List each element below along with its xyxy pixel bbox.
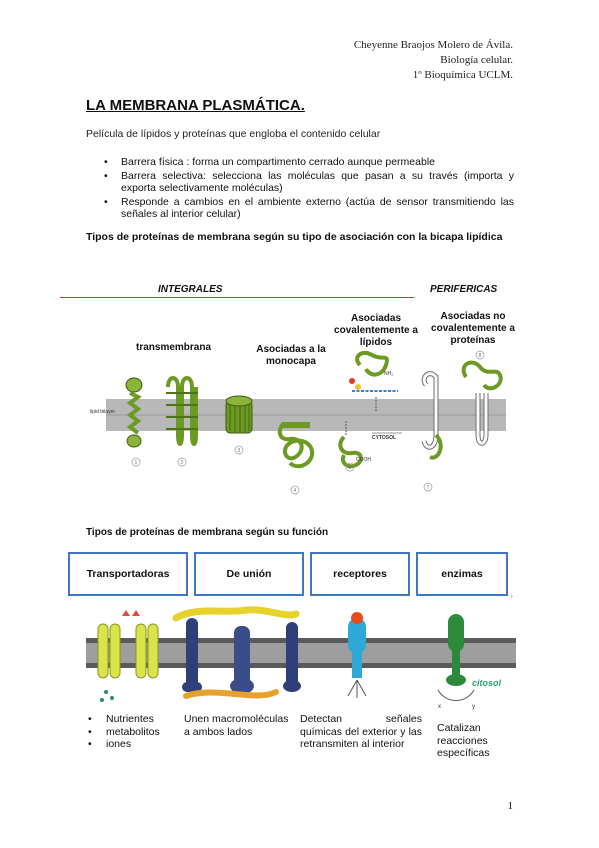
protein-7-peripheral-lower <box>421 371 443 460</box>
header-author: Cheyenne Braojos Molero de Ávila. <box>353 39 513 51</box>
label-lipidos: Asociadas covalentemente a lípidos <box>334 313 418 348</box>
protein-8-peripheral-upper <box>461 360 503 446</box>
membrane-association-figure: lipid bilayer 1 2 3 4 5 COOH NH₂ <box>90 350 506 495</box>
protein-number: 5 <box>349 465 352 471</box>
protein-number: 3 <box>238 448 241 454</box>
function-box-transportadoras: Transportadoras <box>68 552 188 596</box>
function-box-receptores: receptores <box>310 552 410 596</box>
label-transmembrana: transmembrana <box>136 342 212 353</box>
page-number: 1 <box>507 800 514 812</box>
binding-protein <box>172 606 301 699</box>
section-heading-association: Tipos de proteínas de membrana según su … <box>86 231 503 243</box>
desc-enzimas: Catalizan reacciones específicas <box>437 722 490 759</box>
desc-transportadoras: Nutrientes metabolitos iones <box>86 713 182 751</box>
protein-1-single-pass <box>125 377 143 448</box>
cytosol-label: CYTOSOL <box>372 435 396 441</box>
bullet-item: Barrera selectiva: selecciona las molécu… <box>104 170 514 195</box>
function-box-enzimas: enzimas <box>416 552 508 596</box>
protein-6-gpi-anchored <box>355 350 389 377</box>
protein-5-lipid-linked <box>338 421 363 469</box>
page-subtitle: Película de lípidos y proteínas que engl… <box>86 128 381 140</box>
transporter-protein <box>97 610 159 702</box>
author-header: Cheyenne Braojos Molero de Ávila. Biolog… <box>354 38 513 83</box>
bullet-item: Barrera física : forma un compartimento … <box>104 156 514 169</box>
product-y: y <box>472 704 475 710</box>
page-title: LA MEMBRANA PLASMÁTICA. <box>86 97 305 114</box>
protein-4-monolayer <box>277 421 315 469</box>
lipid-bilayer-label: lipid bilayer <box>90 409 115 415</box>
protein-number: 7 <box>427 485 430 491</box>
label-integrales: INTEGRALES <box>158 284 223 295</box>
substrate-x: x <box>438 704 441 710</box>
nh2-label: NH₂ <box>384 371 393 377</box>
protein-3-barrel <box>225 395 253 434</box>
cooh-label: COOH <box>356 457 371 463</box>
header-course: Biología celular. <box>440 54 513 66</box>
protein-2-multi-pass <box>166 376 198 446</box>
red-divider <box>60 297 414 298</box>
protein-number: 4 <box>294 488 297 494</box>
membrane-function-figure: x y citosol <box>86 606 516 710</box>
yellow-group-dot <box>355 384 361 390</box>
red-group-dot <box>349 378 355 384</box>
section-heading-function: Tipos de proteínas de membrana según su … <box>86 527 329 538</box>
desc-receptores: Detectan señales químicas del exterior y… <box>300 713 422 750</box>
desc-union: Unen macromoléculas a ambos lados <box>184 713 289 738</box>
desc-item: metabolitos <box>86 726 182 739</box>
function-box-union: De unión <box>194 552 304 596</box>
protein-number: 1 <box>135 460 138 466</box>
label-no-covalente: Asociadas no covalentemente a proteínas <box>431 311 515 346</box>
enzyme-protein: x y <box>437 614 475 710</box>
label-monocapa: Asociadas a la monocapa <box>256 344 326 367</box>
receptor-protein <box>347 612 367 698</box>
protein-number: 2 <box>181 460 184 466</box>
small-mark: › <box>511 594 513 600</box>
citosol-label: citosol <box>472 678 502 688</box>
desc-item: iones <box>86 738 182 751</box>
protein-number: 8 <box>479 353 482 359</box>
function-bullet-list: Barrera física : forma un compartimento … <box>104 156 514 222</box>
header-degree: 1º Bioquímica UCLM. <box>412 69 513 81</box>
label-perifericas: PERIFERICAS <box>430 284 498 295</box>
bullet-item: Responde a cambios en el ambiente extern… <box>104 196 514 221</box>
desc-item: Nutrientes <box>86 713 182 726</box>
